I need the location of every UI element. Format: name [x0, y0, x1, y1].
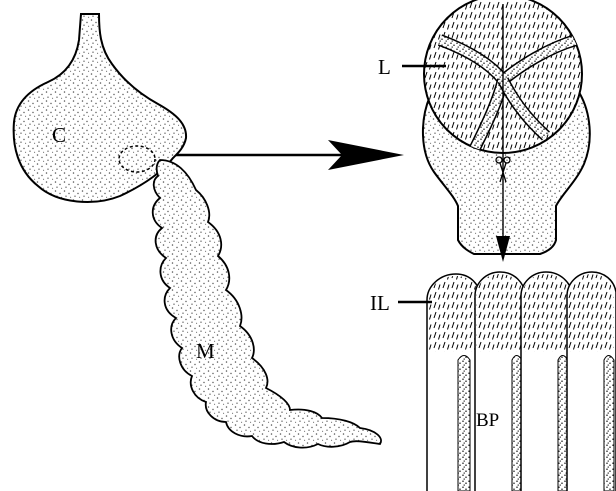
midgut-tube — [153, 160, 381, 448]
midgut — [153, 160, 381, 448]
label-l: L — [378, 55, 391, 79]
strip-2 — [475, 272, 526, 491]
proventriculus-enlarged — [423, 0, 590, 262]
label-il: IL — [370, 291, 390, 315]
cross-section — [427, 272, 616, 491]
label-bp: BP — [476, 410, 499, 431]
enlargement-arrow — [176, 140, 404, 170]
strip-3 — [521, 272, 573, 491]
label-c: C — [52, 123, 66, 147]
strip-1 — [427, 274, 482, 491]
strip-4 — [567, 272, 616, 491]
label-m: M — [196, 339, 215, 363]
